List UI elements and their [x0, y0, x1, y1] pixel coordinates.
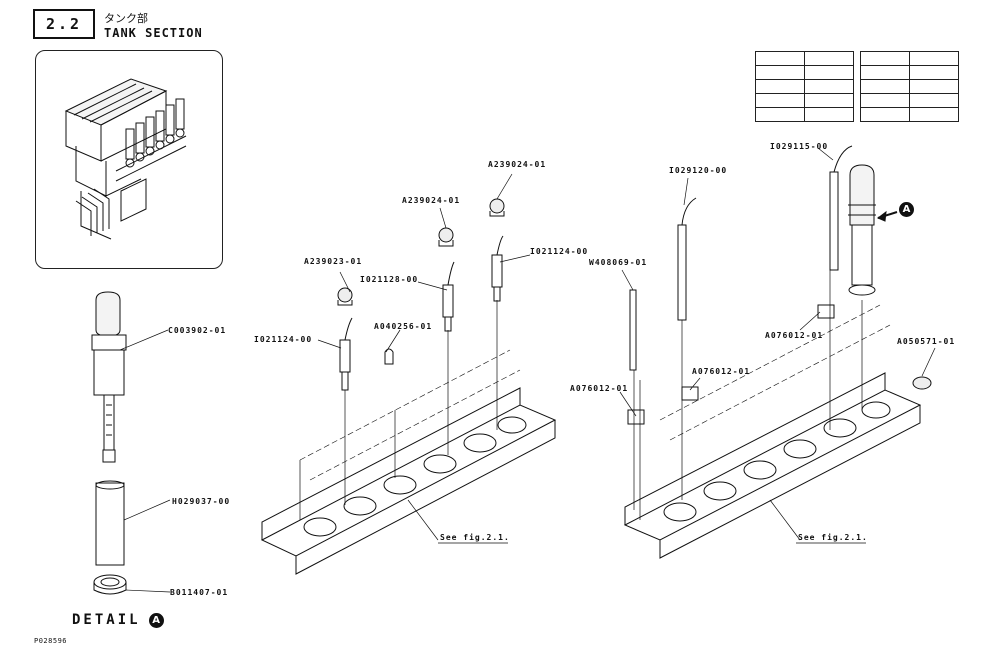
part-callout: C003902-01	[168, 326, 227, 335]
right-parts	[627, 145, 932, 425]
tank-unit-overview-drawing	[64, 78, 187, 240]
detail-a-marker: A	[899, 202, 914, 217]
detail-marker: A	[148, 612, 164, 628]
section-title: TANK SECTION	[104, 26, 203, 40]
center-parts	[337, 198, 505, 391]
part-callout: A050571-01	[897, 337, 956, 346]
part-callout: B011407-01	[170, 588, 229, 597]
section-title-jp: タンク部	[104, 12, 148, 25]
part-callout: W408069-01	[589, 258, 648, 267]
part-callout: H029037-00	[172, 497, 231, 506]
detail-heading: DETAIL A	[72, 612, 164, 628]
part-callout: I029120-00	[669, 166, 728, 175]
part-callout: A239024-01	[488, 160, 547, 169]
part-callout: A076012-01	[692, 367, 751, 376]
part-callout: A076012-01	[570, 384, 629, 393]
right-tray	[623, 270, 922, 559]
part-callout: A076012-01	[765, 331, 824, 340]
part-callout: A239024-01	[402, 196, 461, 205]
overview-thumbnail	[35, 50, 223, 269]
center-tray	[260, 300, 557, 575]
detail-cartridge	[91, 291, 127, 595]
part-callout: I021128-00	[360, 275, 419, 284]
parts-table-left	[755, 51, 854, 122]
see-fig-reference-center: See fig.2.1.	[440, 533, 510, 542]
detail-label: DETAIL	[72, 612, 141, 628]
parts-table-right	[860, 51, 959, 122]
see-fig-reference-right: See fig.2.1.	[798, 533, 868, 542]
part-callout: I029115-00	[770, 142, 829, 151]
section-number: 2.2	[33, 9, 95, 39]
part-callout: I021124-00	[530, 247, 589, 256]
part-callout: A239023-01	[304, 257, 363, 266]
part-callout: I021124-00	[254, 335, 313, 344]
document-id: P028596	[34, 637, 68, 645]
part-callout: A040256-01	[374, 322, 433, 331]
